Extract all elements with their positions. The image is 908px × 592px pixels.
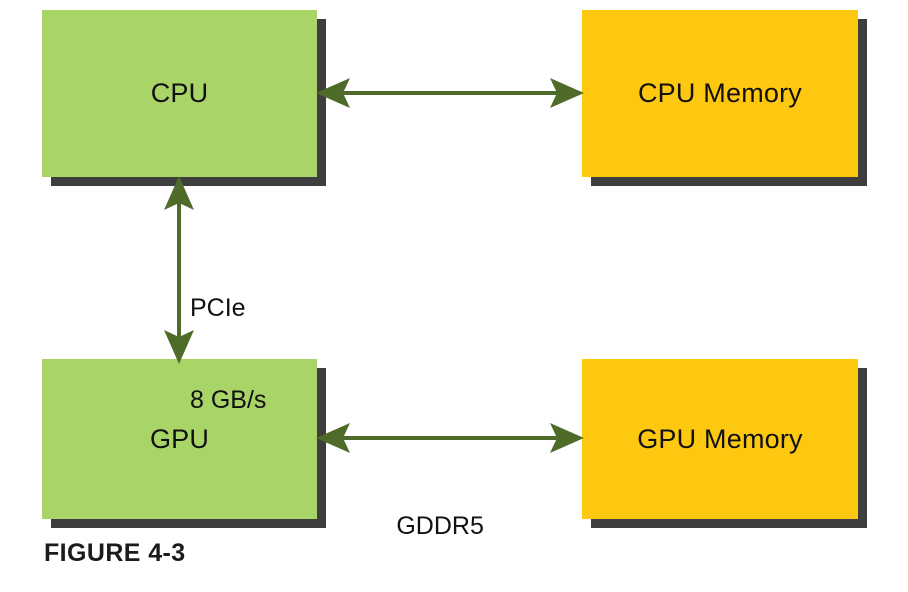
- cpu-memory-block: CPU Memory: [582, 10, 858, 177]
- gpu-to-gpu-memory-arrow: [316, 423, 584, 453]
- arrowhead-right-icon: [550, 423, 584, 453]
- figure-caption: FIGURE 4-3: [44, 539, 186, 567]
- pcie-link-name: PCIe: [190, 294, 246, 322]
- gddr5-link-label: GDDR5 144 GB/s: [388, 450, 492, 592]
- cpu-memory-block-label: CPU Memory: [637, 78, 802, 108]
- cpu-to-gpu-arrow: [164, 176, 194, 364]
- gpu-memory-block: GPU Memory: [582, 359, 858, 519]
- cpu-block-label: CPU: [150, 78, 209, 108]
- arrowhead-left-icon: [316, 423, 350, 453]
- cpu-block: CPU: [42, 10, 317, 177]
- arrowhead-down-icon: [164, 330, 194, 364]
- gddr5-link-name: GDDR5: [396, 512, 484, 540]
- gpu-block-label: GPU: [149, 423, 210, 454]
- arrowhead-left-icon: [316, 78, 350, 108]
- gpu-block: GPU: [42, 359, 317, 519]
- arrowhead-up-icon: [164, 176, 194, 210]
- gpu-memory-block-label: GPU Memory: [637, 423, 803, 454]
- pcie-link-label: PCIe 8 GB/s: [190, 232, 266, 476]
- pcie-link-bandwidth: 8 GB/s: [190, 385, 267, 414]
- arrowhead-right-icon: [550, 78, 584, 108]
- cpu-to-cpu-memory-arrow: [316, 78, 584, 108]
